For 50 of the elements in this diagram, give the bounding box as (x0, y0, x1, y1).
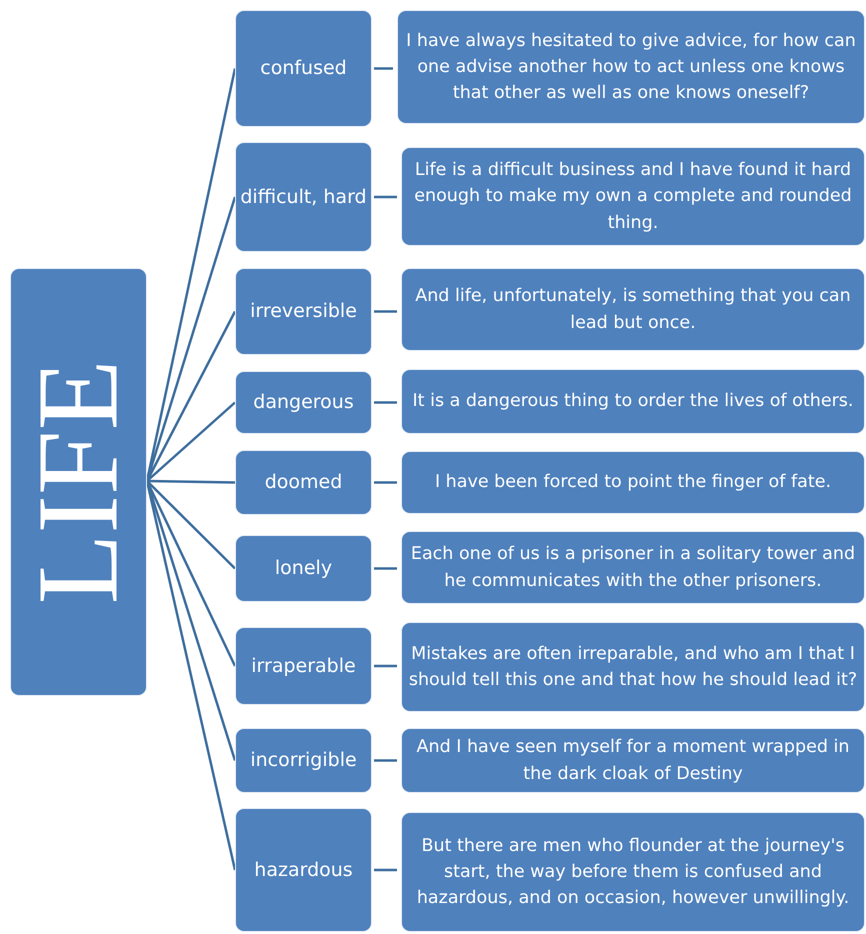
connector-line (374, 481, 397, 484)
category-box (235, 268, 372, 355)
topic-title: LIFE (20, 360, 136, 604)
quote-text: And I have seen myself for a moment wrapped in the dark cloak of Destiny (416, 736, 850, 786)
connector-line (374, 401, 397, 404)
category-box (235, 728, 372, 793)
connector-line (374, 868, 397, 872)
quote-text: Mistakes are often irreparable, and who am I that I should tell this one and that how he should lead it? (408, 642, 858, 692)
connector-line (374, 67, 393, 70)
category-box (235, 142, 372, 252)
quote-box (401, 812, 865, 932)
category-label: doomed (264, 471, 342, 494)
connector-line (374, 310, 397, 313)
quote-box (401, 451, 865, 514)
quote-text: Life is a difficult business and I have found it hard enough to make my own a complete and rounded thing. (413, 159, 853, 235)
category-label: confused (260, 57, 347, 80)
topic-box (10, 268, 147, 696)
category-box (235, 535, 372, 602)
quote-box (401, 531, 865, 604)
quote-box (401, 369, 865, 434)
connector-line (146, 480, 236, 484)
category-box (235, 627, 372, 705)
connector-line (374, 759, 397, 762)
category-box (235, 450, 372, 515)
quote-box (401, 728, 865, 793)
quote-box (401, 268, 865, 351)
connector-line (146, 480, 236, 570)
quote-text: Each one of us is a prisoner in a solitary tower and he communicates with the other prisoners. (410, 543, 856, 592)
quote-text: But there are men who flounder at the journey's start, the way before them is confused and hazardous, and on occasion, however unwillingly. (416, 834, 850, 910)
category-label: difficult, hard (240, 186, 367, 208)
category-label: irraperable (251, 654, 356, 678)
connector-line (374, 664, 397, 668)
connector-line (374, 567, 397, 570)
category-label: dangerous (253, 391, 354, 414)
category-box (235, 371, 372, 434)
quote-box (397, 10, 865, 124)
category-box (235, 10, 372, 127)
quote-text: I have been forced to point the finger of fate. (434, 471, 832, 494)
connector-line (146, 402, 236, 482)
quote-text: And life, unfortunately, is something that you can lead but once. (414, 285, 852, 334)
quote-text: It is a dangerous thing to order the lives of others. (412, 390, 854, 414)
category-label: incorrigible (250, 749, 357, 772)
connector-line (374, 196, 397, 198)
category-label: irreversible (250, 300, 357, 323)
category-box (235, 808, 372, 932)
quote-box (401, 147, 865, 246)
quote-text: I have always hesitated to give advice, for how can one advise another how to act unless one knows that other as well as one knows oneself? (405, 30, 857, 106)
quote-box (401, 622, 865, 712)
category-label: hazardous (254, 858, 353, 882)
category-label: lonely (274, 557, 332, 580)
